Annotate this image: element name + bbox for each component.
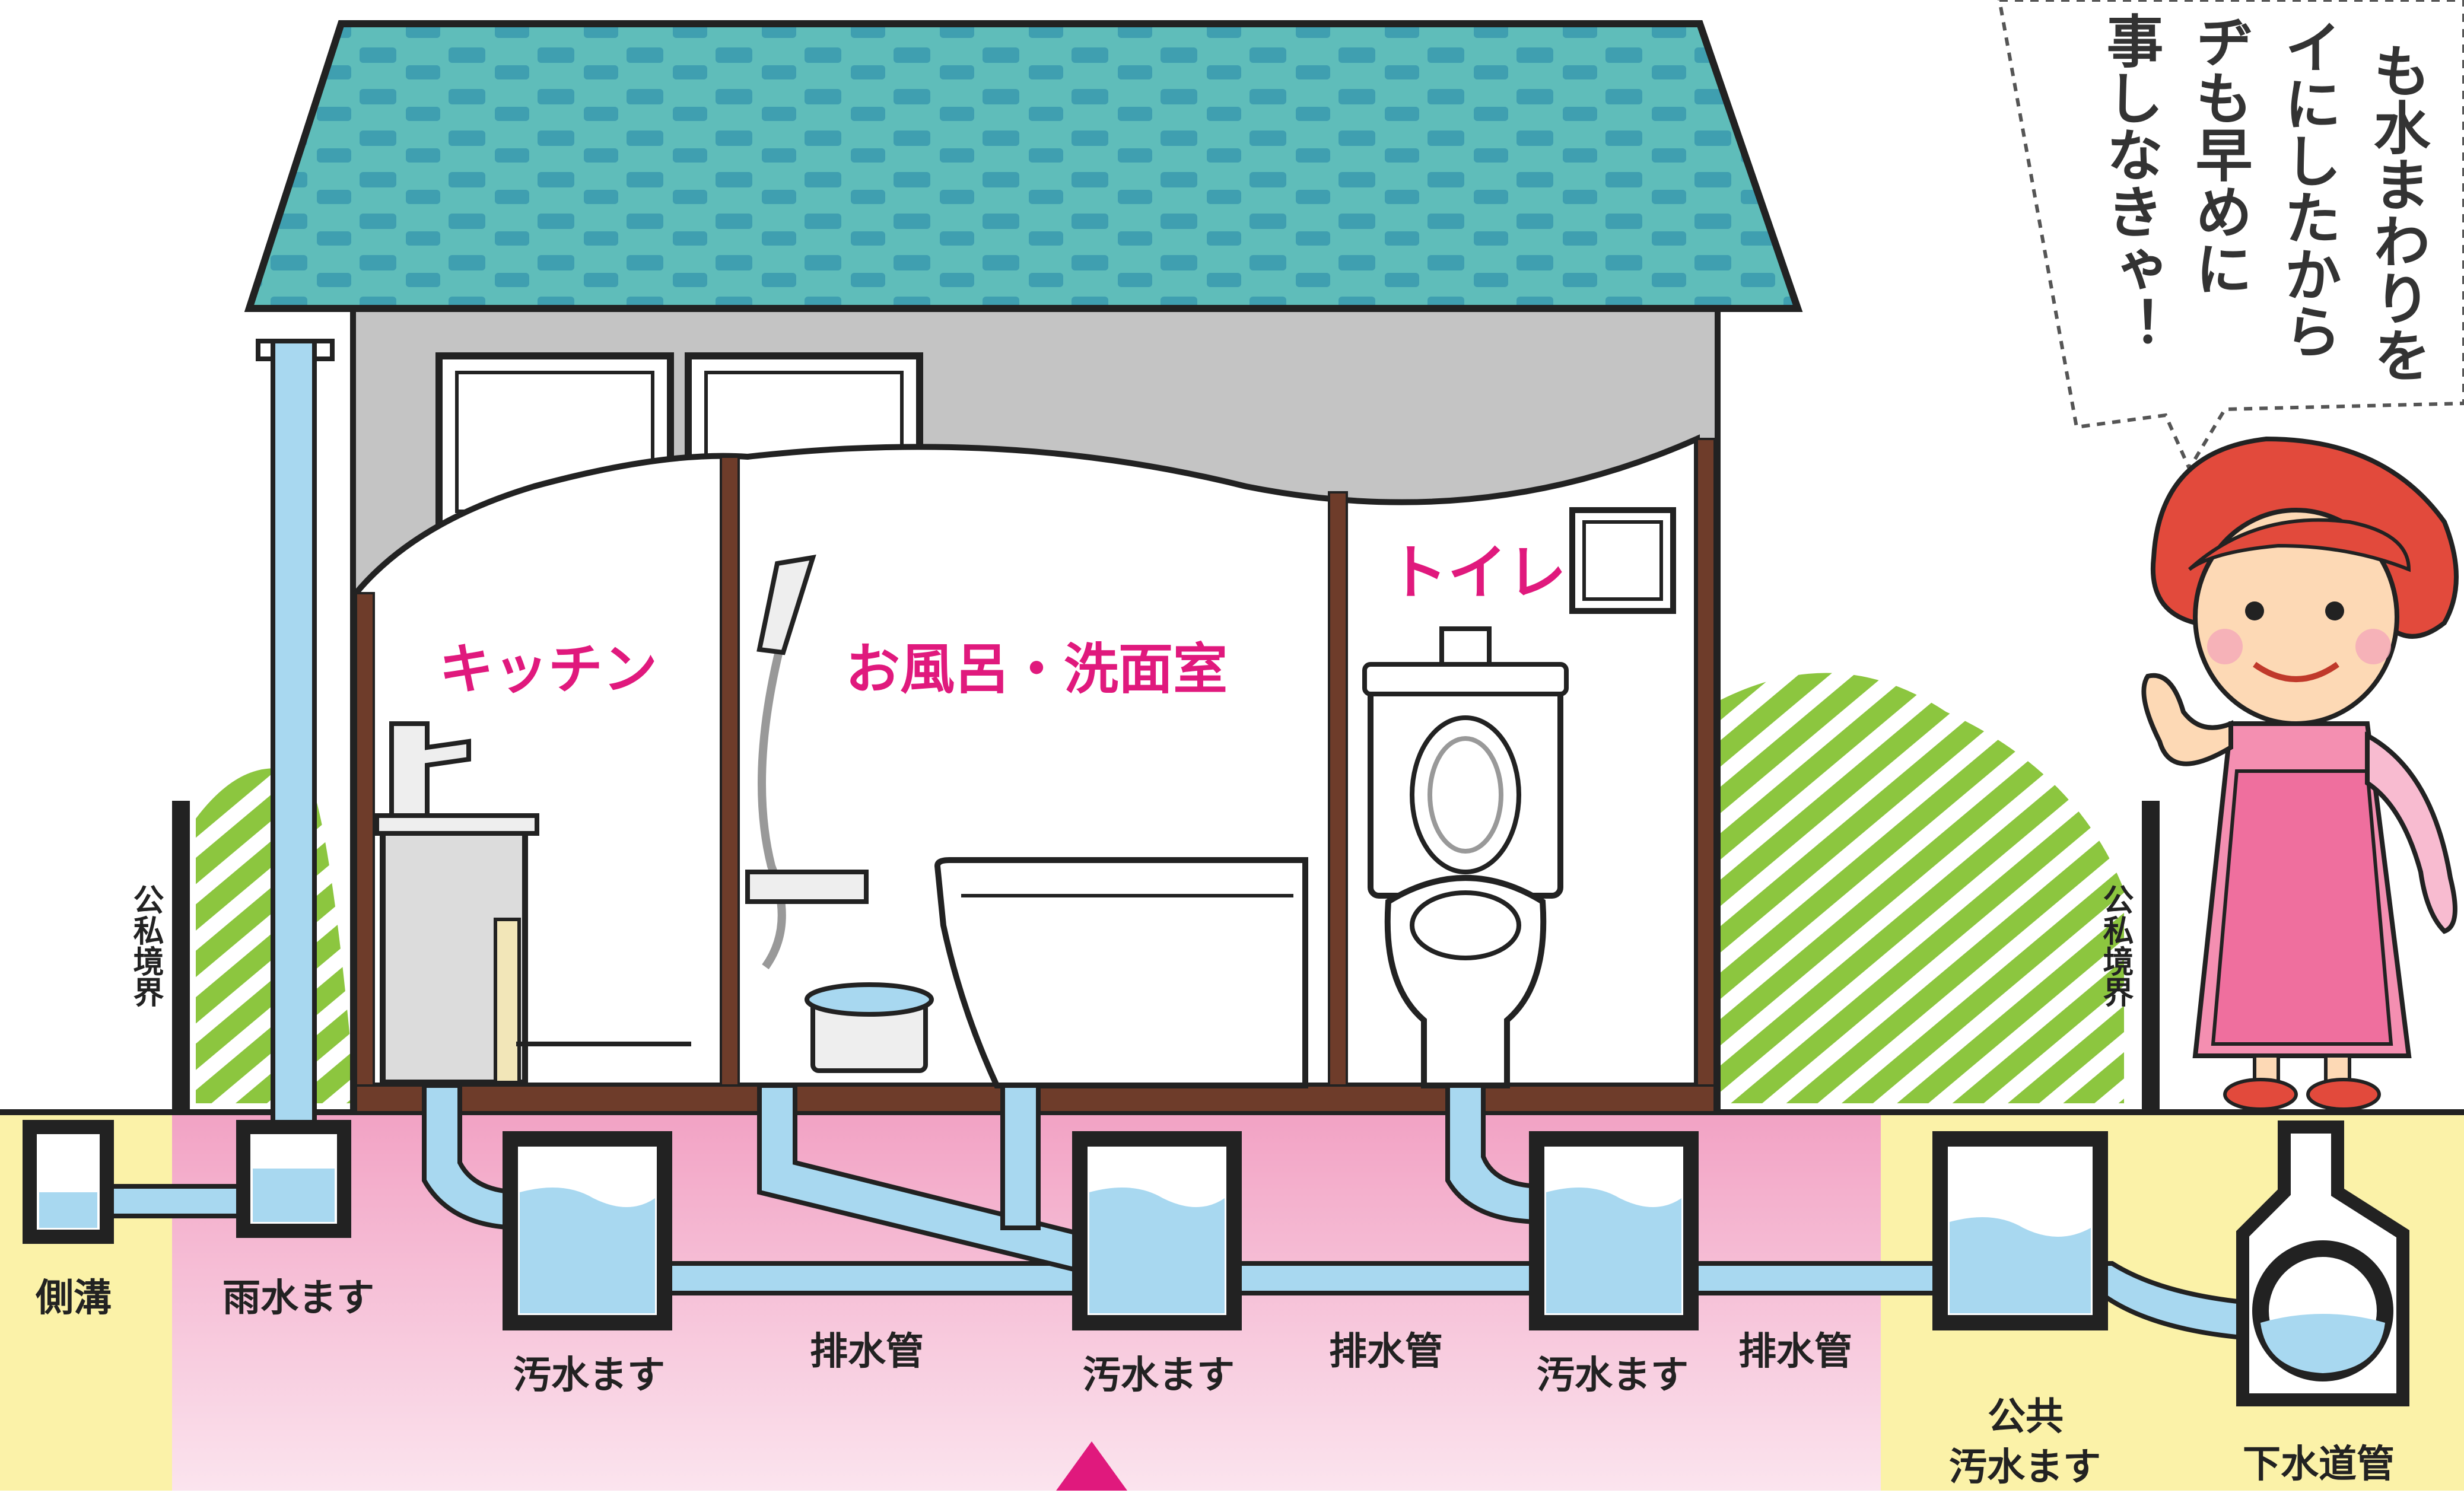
shower-head — [756, 554, 816, 655]
toilet-fixtures — [1362, 507, 1676, 1088]
label-drain-pipe-3: 排水管 — [1738, 1330, 1852, 1374]
woman-character — [2141, 436, 2459, 1111]
label-drain-pipe-2: 排水管 — [1329, 1330, 1443, 1374]
toilet-window — [1569, 507, 1676, 614]
label-drain-pipe-1: 排水管 — [810, 1330, 924, 1374]
sewer-main — [2236, 1120, 2409, 1406]
arm-right — [2365, 731, 2457, 934]
toilet-bowl — [1384, 875, 1547, 1088]
room-label-kitchen: キッチン — [439, 638, 657, 701]
label-sewage-basin-2: 汚水ます — [1083, 1354, 1235, 1398]
ground-labels: 側溝 雨水ます 汚水ます 排水管 汚水ます 排水管 汚水ます 排水管 公共 汚水… — [35, 1276, 2395, 1489]
public-sewage-basin — [1932, 1131, 2108, 1330]
grass-right — [1721, 673, 2124, 1103]
marker-triangle — [1056, 1441, 1127, 1491]
kitchen-sink — [374, 721, 691, 1085]
house — [244, 20, 1803, 1115]
boundary-label-left: 公私境界 — [128, 884, 164, 1007]
label-gutter: 側溝 — [35, 1276, 112, 1320]
room-label-bath: お風呂・洗面室 — [845, 638, 1228, 701]
bubble-line-2: イにしたから — [2275, 18, 2341, 359]
roof — [244, 20, 1803, 312]
label-sewage-basin-1: 汚水ます — [513, 1354, 665, 1398]
label-rain-basin: 雨水ます — [222, 1276, 374, 1320]
bath-faucet — [745, 870, 869, 904]
bathtub — [934, 857, 1308, 1088]
boundary-post-right — [2142, 801, 2160, 1112]
gutter-basin — [23, 1120, 114, 1244]
sewage-basin-3 — [1529, 1131, 1699, 1330]
label-sewage-basin-3: 汚水ます — [1537, 1354, 1689, 1398]
basins — [23, 1120, 2409, 1406]
sewage-basin-1 — [503, 1131, 672, 1330]
rain-basin — [236, 1120, 351, 1238]
label-public-basin-line1: 公共 — [1988, 1395, 2064, 1439]
label-sewer-main: 下水道管 — [2243, 1443, 2395, 1486]
label-public-basin-line2: 汚水ます — [1949, 1446, 2101, 1489]
bubble-line-4: 事しなきゃ！ — [2097, 12, 2163, 354]
speech-bubble: も水まわりを イにしたから ヂも早めに 事しなきゃ！ — [1997, 0, 2464, 473]
boundary-markers: 公私境界 公私境界 — [128, 801, 2160, 1112]
boundary-post-left — [172, 801, 190, 1112]
bubble-line-3: ヂも早めに — [2186, 12, 2252, 297]
apron — [2211, 769, 2393, 1046]
house-cutaway — [353, 434, 1700, 1088]
boundary-label-right: 公私境界 — [2097, 884, 2134, 1007]
bath-fixtures — [745, 554, 1308, 1088]
room-label-toilet: トイレ — [1388, 538, 1566, 607]
bubble-line-1: も水まわりを — [2364, 42, 2430, 383]
sewage-basin-2 — [1072, 1131, 1242, 1330]
shower-hose — [758, 634, 787, 970]
arm-raised — [2141, 673, 2233, 766]
